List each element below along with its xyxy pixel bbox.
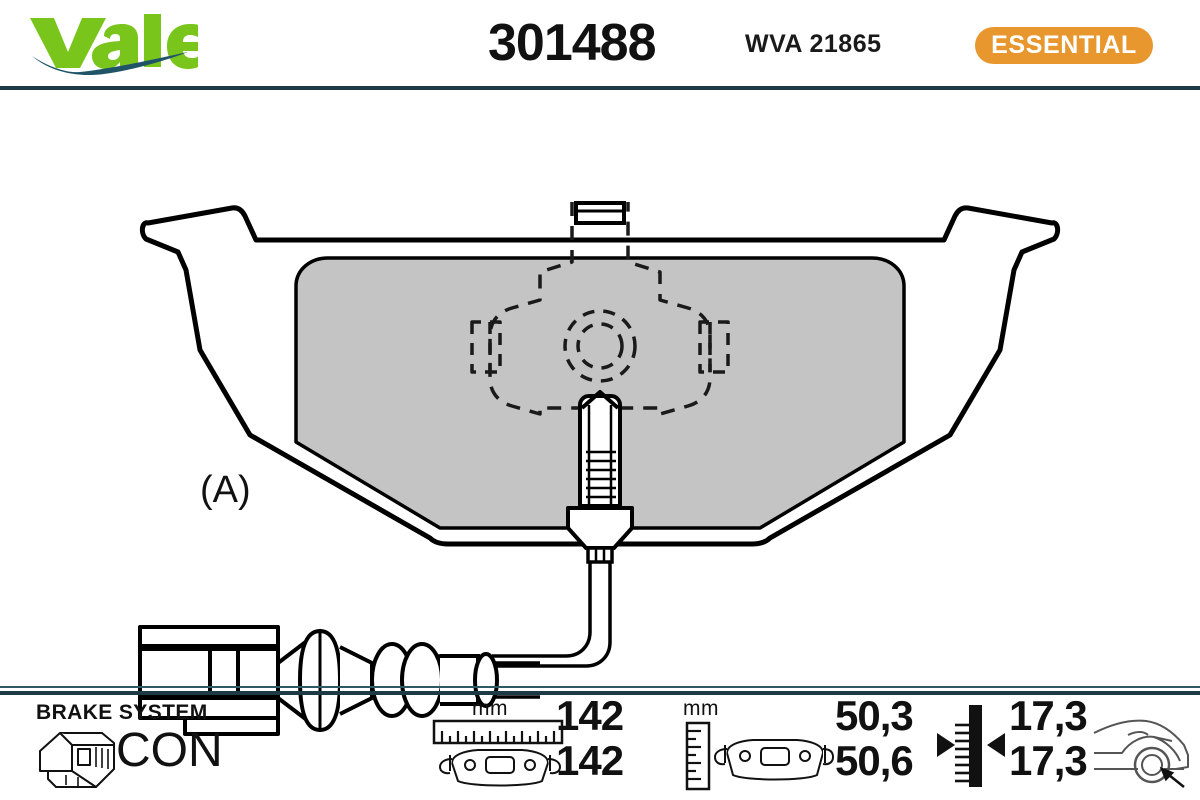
length-unit-label: mm [472,697,508,720]
detail-callout-label: (A) [200,469,251,511]
caliper-icon [26,727,122,795]
mounting-hole-hidden-circles [563,309,637,383]
sensor-grommet [566,506,634,564]
wear-sensor-body [578,390,622,508]
specification-bar: BRAKE SYSTEM CON [0,695,1200,800]
height-measure-icon [685,721,835,791]
car-front-axle-icon [1093,719,1189,788]
page-header: 301488 WVA 21865 ESSENTIAL [0,0,1200,86]
sensor-cable [390,562,612,668]
connector-cable-stub [494,661,540,699]
pad-friction-edge-line [294,256,906,530]
valeo-logo [28,12,198,76]
thickness-measure-icon [937,705,1005,787]
brake-system-label: BRAKE SYSTEM [36,701,208,724]
brake-system-value: CON [116,724,223,777]
length-value-1: 142 [556,692,624,739]
valeo-wordmark [30,14,198,69]
height-value-2: 50,6 [835,737,914,784]
wva-code: WVA 21865 [745,30,882,58]
thickness-value-2: 17,3 [1009,737,1088,784]
thickness-value-1: 17,3 [1009,692,1088,739]
height-value-1: 50,3 [835,692,914,739]
range-badge: ESSENTIAL [975,27,1153,64]
height-unit-label: mm [683,697,719,720]
footer-divider-thick [0,691,1200,695]
valeo-swoosh [32,52,188,76]
part-number: 301488 [488,14,657,72]
length-measure-icon [432,719,564,787]
right-slot-hidden-detail [698,320,730,374]
connector-boot-ribs [370,642,444,718]
top-retaining-tab [574,201,626,225]
pad-backing-plate-outline [139,205,1061,547]
length-value-2: 142 [556,737,624,784]
footer-divider-thin [0,686,1200,688]
brake-pad-technical-drawing: (A) [0,90,1200,736]
left-slot-hidden-detail [470,320,502,374]
header-divider [0,86,1200,90]
brake-system-spec: BRAKE SYSTEM CON [18,699,248,795]
